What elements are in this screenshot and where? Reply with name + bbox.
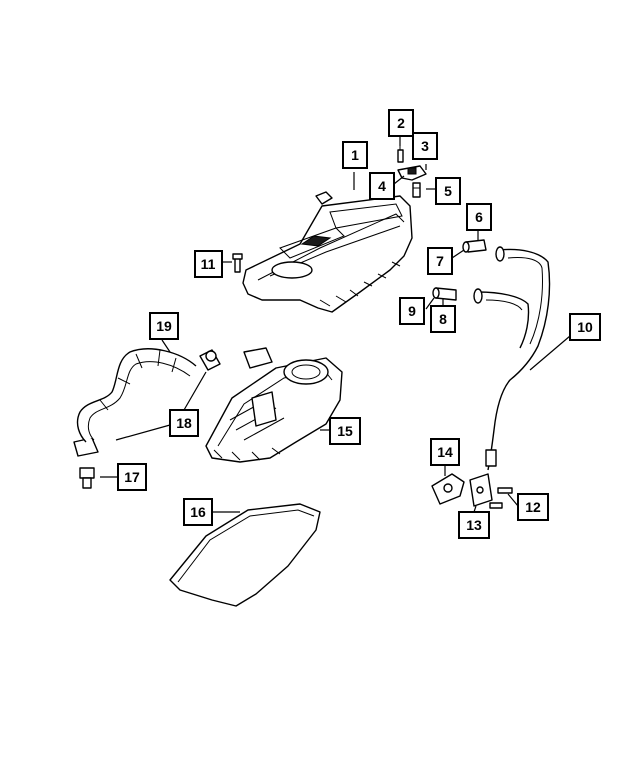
cover-gasket-drawing (169, 503, 321, 607)
callout-10: 10 (569, 313, 601, 341)
bolt-11-drawing (232, 253, 243, 273)
gasket-14-drawing (431, 473, 465, 505)
callout-14-label: 14 (437, 444, 453, 460)
sensor-drawing (397, 165, 427, 181)
callout-5: 5 (435, 177, 461, 205)
hose-19-drawing (76, 348, 197, 443)
fitting-5-drawing (412, 182, 421, 198)
engine-cover-drawing (242, 191, 413, 313)
callout-18: 18 (169, 409, 199, 437)
callout-12-label: 12 (525, 499, 541, 515)
callout-4-label: 4 (378, 178, 386, 194)
bolts-12-drawing (489, 487, 513, 509)
callout-5-label: 5 (444, 183, 452, 199)
callout-15: 15 (329, 417, 361, 445)
callout-6: 6 (466, 203, 492, 231)
bracket-13-drawing (469, 473, 493, 507)
callout-10-label: 10 (577, 319, 593, 335)
callout-1: 1 (342, 141, 368, 169)
callout-4: 4 (369, 172, 395, 200)
callout-16: 16 (183, 498, 213, 526)
head-cover-drawing (205, 347, 343, 463)
fitting-6-drawing (462, 239, 487, 253)
callout-19-label: 19 (156, 318, 172, 334)
breather-tube-drawing (473, 246, 551, 471)
callout-12: 12 (517, 493, 549, 521)
callout-15-label: 15 (337, 423, 353, 439)
callout-18-label: 18 (176, 415, 192, 431)
sensor-17-drawing (79, 467, 95, 489)
callout-2-label: 2 (397, 115, 405, 131)
callout-9: 9 (399, 297, 425, 325)
callout-8-label: 8 (439, 311, 447, 327)
callout-3: 3 (412, 132, 438, 160)
callout-1-label: 1 (351, 147, 359, 163)
callout-8: 8 (430, 305, 456, 333)
callout-9-label: 9 (408, 303, 416, 319)
callout-14: 14 (430, 438, 460, 466)
callout-6-label: 6 (475, 209, 483, 225)
callout-13-label: 13 (466, 517, 482, 533)
callout-7-label: 7 (436, 253, 444, 269)
callout-17: 17 (117, 463, 147, 491)
callout-13: 13 (458, 511, 490, 539)
callout-17-label: 17 (124, 469, 140, 485)
callout-11: 11 (194, 250, 223, 278)
callout-3-label: 3 (421, 138, 429, 154)
callout-19: 19 (149, 312, 179, 340)
callout-16-label: 16 (190, 504, 206, 520)
callout-7: 7 (427, 247, 453, 275)
callout-2: 2 (388, 109, 414, 137)
callout-11-label: 11 (201, 256, 216, 272)
fitting-8-drawing (432, 287, 457, 301)
clamp-18-drawing (73, 349, 221, 457)
